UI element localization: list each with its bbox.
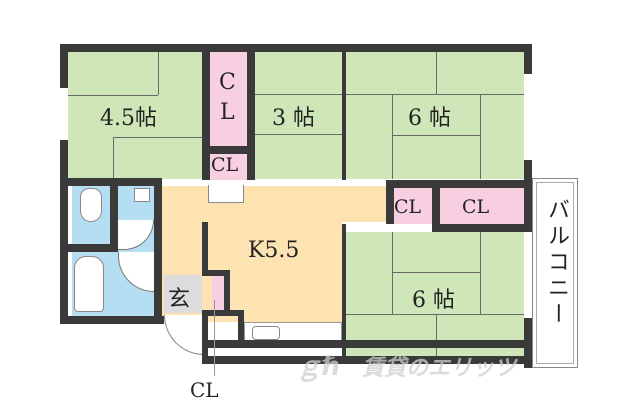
watermark: 賃貸のエリッツ	[362, 356, 517, 381]
closet-doors	[208, 185, 244, 203]
wall	[60, 44, 68, 88]
wall	[202, 310, 244, 316]
kitchen	[162, 186, 386, 222]
wall	[238, 310, 244, 346]
wall	[202, 356, 532, 364]
wall	[524, 44, 532, 74]
closet-right-label: CL	[462, 196, 490, 218]
watermark-logo: ｇℏ	[296, 352, 341, 382]
wall	[60, 44, 532, 52]
wall	[202, 44, 210, 180]
closet-entrance	[212, 276, 224, 312]
wall	[342, 224, 346, 364]
closet-right	[440, 188, 524, 224]
wall	[60, 140, 68, 324]
wall	[154, 178, 162, 316]
sink-icon	[134, 188, 150, 202]
wall	[64, 178, 162, 186]
wall	[524, 160, 532, 232]
closet-mid	[394, 188, 432, 224]
wall	[386, 180, 532, 188]
entrance-door-swing	[164, 315, 204, 355]
room-4-5-jo	[68, 52, 208, 179]
toilet-icon	[80, 188, 102, 222]
wall	[342, 44, 346, 180]
bathtub-icon	[74, 256, 104, 312]
balcony-inner	[536, 182, 574, 364]
room-label-entrance: 玄	[168, 287, 191, 312]
wall	[60, 316, 164, 324]
wall	[202, 270, 230, 276]
wall	[110, 186, 118, 252]
room-label-4-5-jo: 4.5帖	[100, 106, 157, 131]
room-label-6-jo-top: 6 帖	[408, 106, 451, 131]
room-6-jo-bottom	[346, 232, 524, 360]
closet-tall-c: C	[219, 70, 236, 95]
entrance	[164, 275, 202, 313]
room-label-6-jo-bottom: 6 帖	[412, 288, 455, 313]
closet-small-top-label: CL	[211, 154, 239, 176]
closet-tall	[210, 52, 247, 148]
wall	[202, 310, 208, 364]
closet-outside-label: CL	[190, 378, 219, 402]
room-6-jo-top	[346, 52, 524, 179]
closet-leader-line	[214, 300, 215, 376]
balcony	[532, 178, 578, 368]
wall	[202, 222, 208, 276]
washroom	[118, 186, 154, 316]
wall	[202, 146, 252, 154]
wall	[386, 180, 394, 224]
wall	[247, 44, 255, 180]
wall	[202, 340, 532, 348]
room-label-kitchen: K5.5	[248, 238, 300, 263]
room-label-3-jo: 3 帖	[272, 106, 315, 131]
kitchen-sink-icon	[252, 326, 280, 340]
wall	[64, 244, 118, 252]
wall	[432, 180, 440, 224]
wall	[224, 270, 230, 316]
wall	[432, 224, 532, 232]
closet-small-top	[210, 154, 247, 180]
closet-mid-label: CL	[394, 196, 422, 218]
room-3-jo	[255, 52, 342, 179]
room-label-balcony: バルコニー	[544, 198, 569, 328]
closet-tall-l: L	[220, 100, 235, 125]
